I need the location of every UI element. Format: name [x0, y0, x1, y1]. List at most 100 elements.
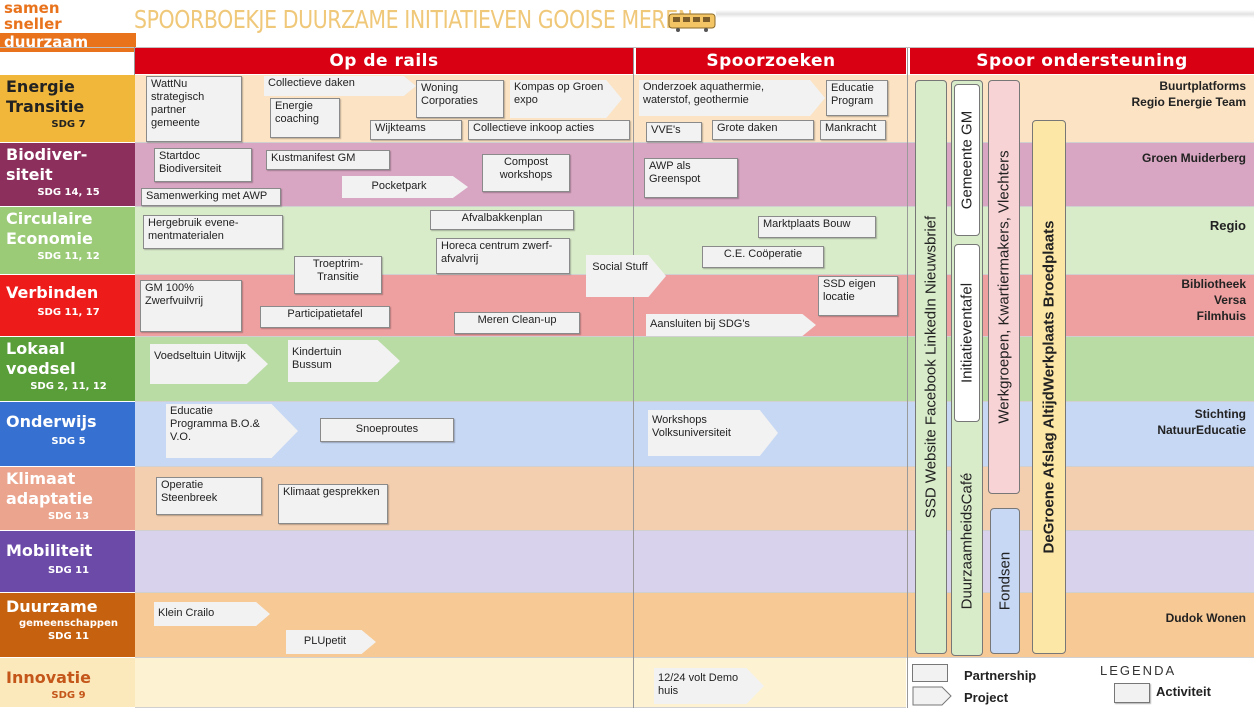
row-label-innovatie: Innovatie SDG 9	[0, 658, 135, 708]
item-onderzoek: Onderzoek aquathermie, waterstof, geothe…	[639, 80, 825, 116]
item-educatie-bovo: Educatie Programma B.O.& V.O.	[166, 404, 298, 458]
row-band-duurzame	[135, 593, 1254, 658]
row-name-1: Lokaal	[6, 339, 65, 358]
legend-activiteit-label: Activiteit	[1156, 684, 1211, 699]
item-startdoc: Startdoc Biodiversiteit	[154, 148, 252, 182]
legend-activiteit-swatch	[1114, 683, 1150, 703]
item-woning-corporaties: Woning Corporaties	[416, 80, 504, 118]
header-divider	[0, 47, 1254, 48]
column-divider-2	[907, 48, 908, 708]
support-text-initiatieventafel: Initiatieventafel	[958, 282, 976, 384]
support-box-initiatieventafel: Initiatieventafel	[954, 244, 980, 422]
item-voedseltuin: Voedseltuin Uitwijk	[150, 344, 268, 384]
partner-regio: Regio	[1209, 218, 1246, 233]
item-participatietafel: Participatietafel	[260, 306, 390, 328]
item-horeca: Horeca centrum zwerf-afvalvrij	[436, 238, 570, 274]
column-header-support: Spoor ondersteuning	[910, 48, 1254, 74]
item-social-stuff: Social Stuff	[586, 255, 666, 297]
item-mankracht: Mankracht	[820, 120, 886, 140]
legend-partnership-label: Partnership	[964, 668, 1037, 683]
partner-natuureducatie: NatuurEducatie	[1157, 423, 1246, 437]
legend-area	[906, 658, 1254, 708]
item-kustmanifest: Kustmanifest GM	[266, 150, 390, 170]
item-grote-daken: Grote daken	[712, 120, 814, 140]
logo-line-2: sneller	[4, 15, 62, 33]
row-name-1: Biodiver-	[6, 145, 88, 164]
legend-project-swatch	[912, 686, 952, 706]
item-operatie-steenbreek: Operatie Steenbreek	[156, 477, 262, 515]
legend-title: LEGENDA	[1100, 663, 1177, 678]
row-label-circulaire: Circulaire Economie SDG 11, 12	[0, 207, 135, 275]
row-name-2: Transitie	[6, 97, 85, 116]
item-kindertuin: Kindertuin Bussum	[288, 340, 400, 382]
item-educatie-program: Educatie Program	[826, 80, 888, 116]
partner-verbinden: Bibliotheek Versa Filmhuis	[1080, 276, 1246, 324]
row-sdg: SDG 13	[47, 511, 90, 522]
item-meren-cleanup: Meren Clean-up	[454, 312, 580, 334]
support-text-werkgroepen: Werkgroepen, Kwartiermakers, Vlechters	[995, 150, 1013, 424]
item-aansluiten-sdgs: Aansluiten bij SDG's	[646, 314, 816, 336]
row-label-biodiversiteit: Biodiver- siteit SDG 14, 15	[0, 143, 135, 207]
row-name-2: adaptatie	[6, 489, 93, 508]
row-name-1: Onderwijs	[6, 412, 97, 431]
item-energie-coaching: Energie coaching	[270, 98, 340, 138]
item-ssd-eigen: SSD eigen locatie	[818, 276, 898, 316]
partner-groen-muiderberg: Groen Muiderberg	[1141, 151, 1246, 165]
row-label-onderwijs: Onderwijs SDG 5	[0, 402, 135, 467]
row-sdg: SDG 14, 15	[37, 187, 100, 198]
item-kompas: Kompas op Groen expo	[510, 80, 622, 118]
item-samenwerking-awp: Samenwerking met AWP	[141, 188, 281, 206]
support-text-degroene: DeGroene Afslag AltijdWerkplaats Broedpl…	[1040, 220, 1058, 554]
row-sdg: SDG 7	[51, 119, 86, 130]
item-volt: 12/24 volt Demo huis	[654, 668, 764, 704]
partner-versa: Versa	[1213, 293, 1246, 307]
support-text-cafe: DuurzaamheidsCafé	[958, 472, 976, 610]
support-text-fondsen: Fondsen	[996, 551, 1014, 611]
column-divider-1	[633, 48, 634, 708]
row-label-energie: Energie Transitie SDG 7	[0, 75, 135, 143]
item-klimaat-gesprekken: Klimaat gesprekken	[278, 484, 388, 524]
row-name-1: Innovatie	[6, 668, 91, 687]
row-label-klimaat: Klimaat adaptatie SDG 13	[0, 467, 135, 531]
logo-line-3: duurzaam	[0, 33, 136, 52]
item-pocketpark: Pocketpark	[342, 176, 468, 198]
item-hergebruik: Hergebruik evene- mentmaterialen	[143, 215, 283, 249]
partner-onderwijs: Stichting NatuurEducatie	[1080, 406, 1246, 438]
item-compost: Compost workshops	[482, 154, 570, 192]
row-name-1: Klimaat	[6, 469, 76, 488]
partner-stichting: Stichting	[1194, 407, 1246, 421]
item-klein-crailo: Klein Crailo	[154, 602, 270, 626]
train-icon	[668, 13, 716, 32]
row-sdg: SDG 11, 12	[37, 251, 100, 262]
item-ce-cooperatie: C.E. Coöperatie	[702, 246, 824, 268]
row-name-1: Circulaire	[6, 209, 93, 228]
rail-decoration	[716, 10, 1254, 20]
row-sdg: SDG 9	[51, 690, 86, 701]
row-sdg: SDG 11	[47, 565, 90, 576]
item-collectieve-inkoop: Collectieve inkoop acties	[468, 120, 630, 140]
item-collectieve-daken: Collectieve daken	[264, 76, 416, 96]
row-name-2: siteit	[6, 165, 53, 184]
item-wattnu: WattNu strategisch partner gemeente	[146, 76, 242, 142]
item-vves: VVE's	[646, 122, 702, 142]
item-wijkteams: Wijkteams	[370, 120, 462, 140]
legend-project-label: Project	[964, 690, 1009, 705]
partner-regio-energie-team: Regio Energie Team	[1131, 95, 1246, 109]
row-band-mobiliteit	[135, 531, 1254, 593]
item-marktplaats: Marktplaats Bouw	[758, 216, 876, 238]
item-troeptrim: Troeptrim- Transitie	[294, 256, 382, 294]
partner-filmhuis: Filmhuis	[1196, 309, 1246, 323]
partner-dudok-wonen: Dudok Wonen	[1165, 611, 1246, 625]
support-pillar-werkgroepen: Werkgroepen, Kwartiermakers, Vlechters	[988, 80, 1020, 494]
column-header-search: Spoorzoeken	[636, 48, 906, 74]
row-name-1: Duurzame	[6, 597, 98, 616]
partner-bibliotheek: Bibliotheek	[1181, 277, 1246, 291]
legend-partnership-swatch	[912, 664, 948, 682]
item-gm100: GM 100% Zwerfvuilvrij	[140, 280, 242, 332]
support-pillar-fondsen: Fondsen	[990, 508, 1020, 654]
row-sdg: SDG 5	[51, 436, 86, 447]
row-label-duurzame: Duurzame gemeenschappen SDG 11	[0, 593, 135, 658]
row-sdg: SDG 11, 17	[37, 307, 100, 318]
row-name-1: Mobiliteit	[6, 541, 93, 560]
partner-energie: Buurtplatforms Regio Energie Team	[1080, 78, 1246, 110]
